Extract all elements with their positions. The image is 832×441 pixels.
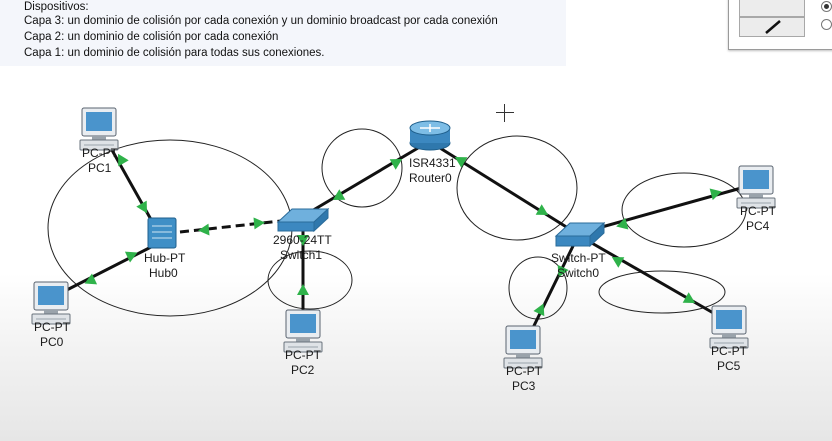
hub0-type-label: Hub-PT [144,251,186,265]
pc1-type-label: PC-PT [82,146,119,160]
switch1-name-label: Switch1 [280,248,322,262]
pc-icon [736,165,776,209]
pc-icon [709,305,749,349]
notes-line-capa1: Capa 1: un dominio de colisión para toda… [24,47,325,59]
pc-icon [79,107,119,151]
pc1-name-label: PC1 [88,161,112,175]
switch0-type-label: Switch-PT [551,251,606,265]
collision-domain-switch1-router [321,128,403,208]
pc-icon [503,325,543,369]
collision-domain-switch0-pc4 [621,172,747,248]
link-status-icon [197,223,210,237]
link-switch0-pc5[interactable] [589,240,723,320]
link-pc1-hub0[interactable] [106,142,160,233]
router-icon [409,120,451,151]
pc3-name-label: PC3 [512,379,536,393]
link-switch1-router0[interactable] [309,146,419,214]
pc5-type-label: PC-PT [711,344,748,358]
link-switch0-pc3[interactable] [525,241,577,341]
router0-device[interactable]: ISR4331 Router0 [409,120,456,185]
switch-icon [276,207,330,233]
pc5-name-label: PC5 [717,359,741,373]
pc5-device[interactable]: PC-PT PC5 [709,305,749,373]
hub0-device[interactable]: Hub-PT Hub0 [144,217,186,280]
router0-name-label: Router0 [409,171,452,185]
pc0-type-label: PC-PT [34,320,71,334]
pc-icon [283,309,323,353]
hub-icon [147,217,177,249]
switch-icon [554,221,606,248]
notes-panel: Dispositivos: Capa 3: un dominio de coli… [0,0,566,66]
pc0-device[interactable]: PC-PT PC0 [31,281,71,349]
link-switch0-pc4[interactable] [583,183,753,234]
switch1-model-label: 2960-24TT [273,233,332,247]
pc2-type-label: PC-PT [285,348,322,362]
link-status-icon [682,292,699,309]
line-tool-icon [765,20,781,34]
pc2-device[interactable]: PC-PT PC2 [283,309,323,377]
palette-color-button[interactable] [739,0,805,17]
pc0-name-label: PC0 [40,335,64,349]
pc1-device[interactable]: PC-PT PC1 [79,107,119,175]
link-status-icon [136,200,153,217]
pc-icon [31,281,71,325]
pc2-name-label: PC2 [291,363,315,377]
pc4-device[interactable]: PC-PT PC4 [736,165,777,233]
crosshair-cursor-icon [496,104,514,122]
switch1-device[interactable]: 2960-24TT Switch1 [273,207,332,262]
link-pc0-hub0[interactable] [54,243,156,298]
pc4-name-label: PC4 [746,219,770,233]
link-status-icon [253,216,266,230]
notes-line-capa3: Capa 3: un dominio de colisión por cada … [24,15,498,27]
pc3-device[interactable]: PC-PT PC3 [503,325,543,393]
switch0-device[interactable]: Switch-PT Switch0 [551,221,606,280]
notes-line-capa2: Capa 2: un dominio de colisión por cada … [24,31,279,43]
line-tool-button[interactable] [739,17,805,37]
hub0-name-label: Hub0 [149,266,178,280]
switch0-name-label: Switch0 [557,266,599,280]
router0-model-label: ISR4331 [409,156,456,170]
link-hub0-switch1[interactable] [179,218,291,234]
link-status-icon [297,284,309,295]
pc3-type-label: PC-PT [506,364,543,378]
collision-domain-router-switch0 [456,135,578,241]
link-status-icon [535,204,552,221]
notes-title: Dispositivos: [24,1,89,13]
pc4-type-label: PC-PT [740,204,777,218]
collision-domain-switch0-pc5 [598,270,726,314]
collision-domain-switch1-pc2 [267,250,353,310]
